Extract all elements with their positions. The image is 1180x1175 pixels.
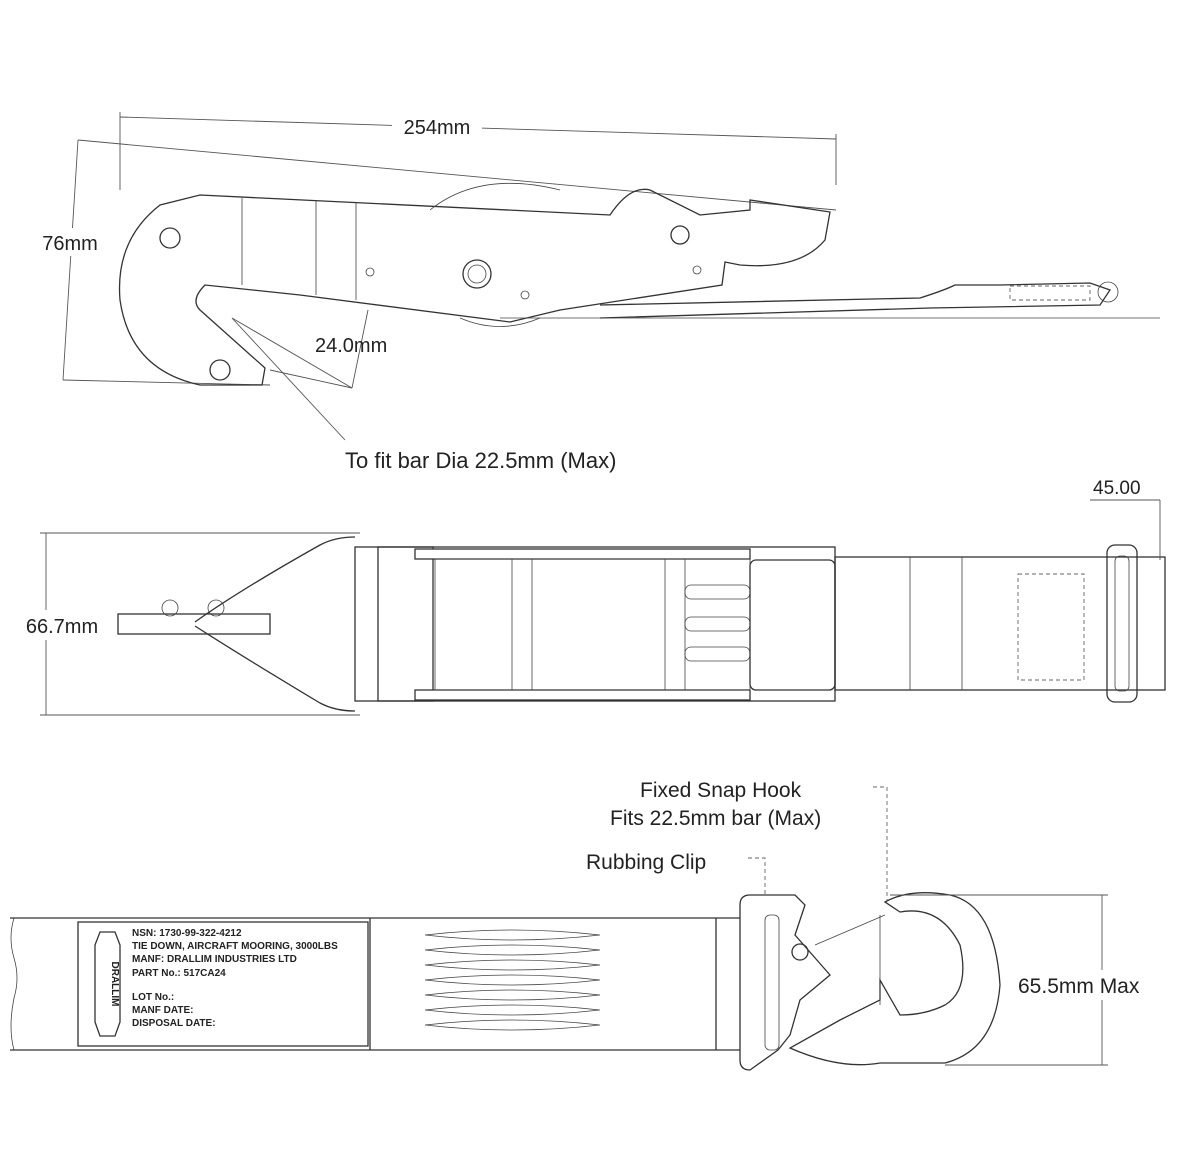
- end-loop: [1097, 281, 1119, 303]
- bar-note: To fit bar Dia 22.5mm (Max): [345, 448, 616, 473]
- rivet: [692, 265, 702, 275]
- strap-view: DRALLIM NSN: 1730-99-322-4212 TIE DOWN, …: [10, 779, 1180, 1071]
- break-line: [10, 917, 18, 1051]
- svg-text:DRALLIM: DRALLIM: [109, 962, 120, 1007]
- side-plate: [414, 548, 751, 560]
- leader-line: [231, 317, 346, 441]
- fitting-roll: [207, 599, 225, 617]
- hook-opening-label: 24.0mm: [315, 335, 387, 357]
- frame-arms: [194, 536, 356, 712]
- ratchet-gear-outline: [429, 182, 561, 211]
- end-loop-slot: [1114, 555, 1130, 692]
- snap-hook-leader: [873, 786, 888, 900]
- label-bg: [392, 115, 482, 139]
- snap-hook: [788, 892, 1001, 1066]
- label-plate: [77, 921, 369, 1047]
- end-loop: [1106, 544, 1138, 703]
- pawl: [684, 616, 751, 632]
- snap-hook-label: Fixed Snap Hook: [640, 779, 802, 802]
- label-line-description: TIE DOWN, AIRCRAFT MOORING, 3000LBS: [132, 941, 338, 952]
- extension-line: [77, 139, 837, 211]
- snap-hook-note: Fits 22.5mm bar (Max): [610, 807, 821, 830]
- spindle: [462, 259, 492, 289]
- stitch-box: [1017, 573, 1085, 681]
- ratchet-body: [354, 546, 836, 702]
- hook-dim-line: [231, 317, 353, 389]
- label-bg: [1015, 970, 1180, 1000]
- handle-section: [377, 546, 434, 702]
- rivet: [520, 290, 530, 300]
- snap-gate: [814, 914, 886, 1005]
- label-bg: [28, 610, 100, 640]
- stitching-pattern: [424, 929, 601, 1031]
- rubbing-clip-leader: [748, 857, 766, 895]
- ratchet-gear-outline: [459, 317, 541, 327]
- strap-width-label: 45.00: [1093, 478, 1141, 499]
- gear-housing: [749, 559, 836, 691]
- pawl: [684, 646, 751, 662]
- pawl: [684, 584, 751, 600]
- extension-line: [62, 379, 271, 386]
- label-line-manf-date: MANF DATE:: [132, 1005, 193, 1016]
- mounting-hole: [159, 227, 181, 249]
- clip-slot: [764, 914, 780, 1051]
- ratchet-body: [118, 188, 831, 386]
- top-view: 66.7mm 45.00: [26, 478, 1166, 716]
- spindle-inner: [467, 264, 487, 284]
- width-dimension-label: 66.7mm: [26, 616, 98, 638]
- label-line-part-no: PART No.: 517CA24: [132, 968, 226, 979]
- hook-dim-line: [269, 369, 353, 389]
- strap: [834, 556, 1166, 691]
- hook-dim-line: [351, 309, 369, 389]
- height-dimension-line: [62, 139, 79, 381]
- fitting-roll: [161, 599, 179, 617]
- length-dimension-label: 254mm: [404, 117, 471, 139]
- rubbing-clip: [739, 894, 831, 1071]
- inner-frame: [434, 558, 751, 691]
- label-line-disposal-date: DISPOSAL DATE:: [132, 1018, 216, 1029]
- label-line-nsn: NSN: 1730-99-322-4212: [132, 928, 242, 939]
- label-line-lot-no: LOT No.:: [132, 992, 174, 1003]
- strap-edges: [10, 917, 740, 1051]
- label-line-manufacturer: MANF: DRALLIM INDUSTRIES LTD: [132, 954, 297, 965]
- gate-pivot: [791, 943, 809, 961]
- strap-tail: [599, 282, 1112, 319]
- mounting-hole: [209, 359, 231, 381]
- rubbing-clip-label: Rubbing Clip: [586, 851, 706, 874]
- side-plate: [414, 689, 751, 701]
- label-bg: [30, 228, 110, 256]
- end-fitting: [117, 613, 271, 635]
- rivet: [365, 267, 375, 277]
- stitch-box: [1009, 285, 1091, 301]
- height-dimension-label: 76mm: [42, 233, 98, 255]
- side-view: 254mm 76mm 24.0mm To fit bar Dia 22: [30, 112, 1160, 473]
- hook-height-label: 65.5mm Max: [1018, 975, 1140, 998]
- release-pin: [670, 225, 690, 245]
- drallim-logo: DRALLIM: [94, 931, 121, 1037]
